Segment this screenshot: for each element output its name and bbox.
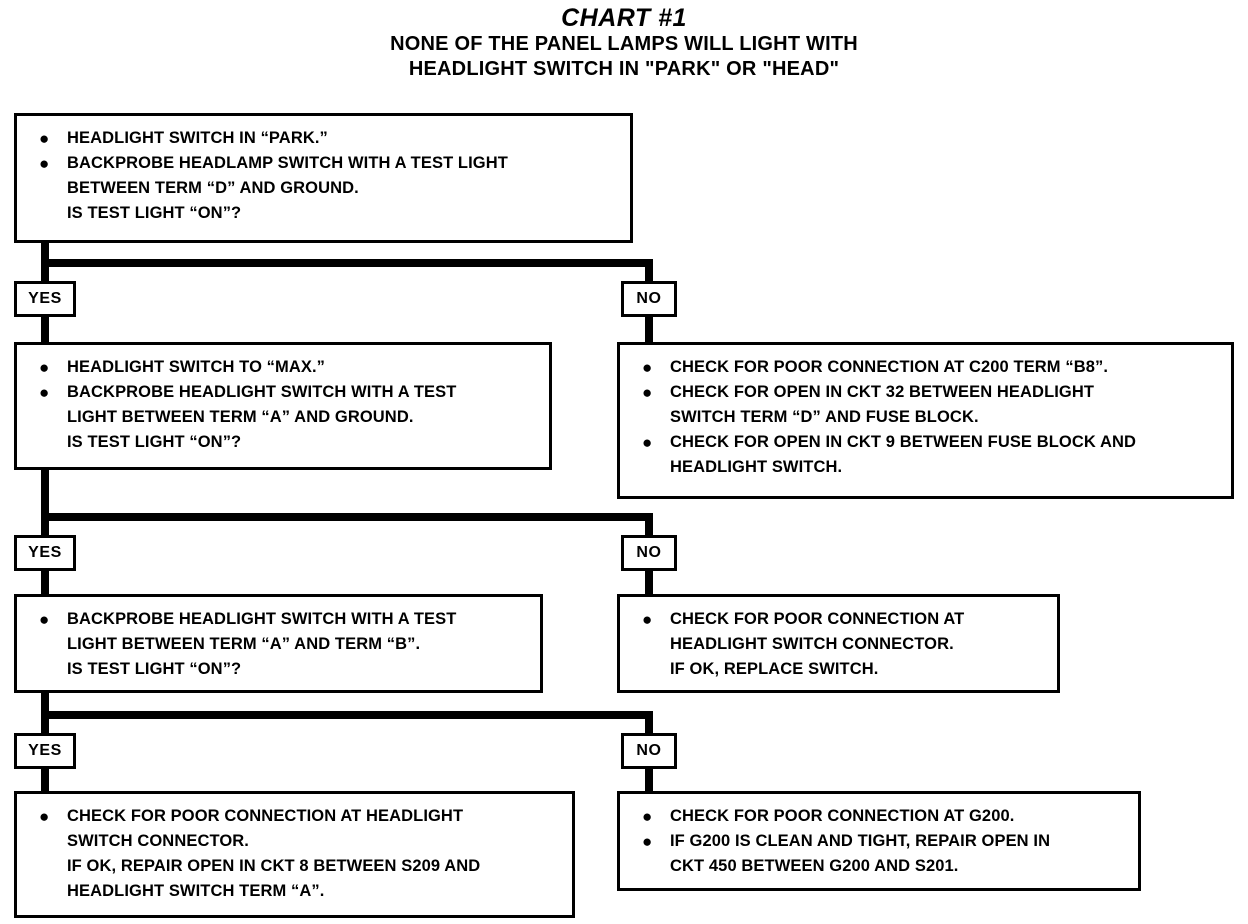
connector-row2-no-stem xyxy=(645,513,653,539)
bullet-icon: ● xyxy=(39,358,50,377)
bullet-icon: ● xyxy=(642,383,653,402)
decision-label-yes-3-text: YES xyxy=(28,742,62,759)
decision-label-yes-1: YES xyxy=(14,281,76,317)
node-step3-no-text-1: CHECK FOR POOR CONNECTION AT G200. xyxy=(670,807,1015,825)
bullet-icon: ● xyxy=(642,610,653,629)
connector-yes2-to-step3 xyxy=(41,570,49,594)
connector-yes1-to-step2 xyxy=(41,316,49,342)
connector-row3-left-drop xyxy=(41,693,49,737)
node-step2: ● HEADLIGHT SWITCH TO “MAX.” ● BACKPROBE H… xyxy=(14,342,552,470)
node-step3-yes-bullet-1: ● CHECK FOR POOR CONNECTION AT HEADLIGHT … xyxy=(27,804,562,904)
node-step1-bullet-1: ● HEADLIGHT SWITCH IN “PARK.” xyxy=(27,126,620,151)
decision-label-no-2: NO xyxy=(621,535,677,571)
node-step1-no-text-3: CHECK FOR OPEN IN CKT 9 BETWEEN FUSE BLO… xyxy=(670,433,1137,476)
connector-no1-to-step1no xyxy=(645,316,653,342)
bullet-icon: ● xyxy=(39,129,50,148)
connector-yes3-to-result xyxy=(41,769,49,791)
connector-row1-no-stem xyxy=(645,259,653,285)
bullet-icon: ● xyxy=(642,433,653,452)
bullet-icon: ● xyxy=(39,383,50,402)
node-step1-no-result: ● CHECK FOR POOR CONNECTION AT C200 TERM … xyxy=(617,342,1234,499)
node-step3-yes-result: ● CHECK FOR POOR CONNECTION AT HEADLIGHT … xyxy=(14,791,575,918)
node-step2-bullet-1: ● HEADLIGHT SWITCH TO “MAX.” xyxy=(27,355,539,380)
node-step2-no-text-1: CHECK FOR POOR CONNECTION AT HEADLIGHT S… xyxy=(670,610,965,678)
connector-row3-no-stem xyxy=(645,711,653,737)
bullet-icon: ● xyxy=(39,610,50,629)
bullet-icon: ● xyxy=(39,807,50,826)
chart-subtitle-line-2: HEADLIGHT SWITCH IN "PARK" OR "HEAD" xyxy=(408,58,840,80)
connector-row3-bar xyxy=(41,711,653,719)
node-step2-no-result: ● CHECK FOR POOR CONNECTION AT HEADLIGHT … xyxy=(617,594,1060,693)
node-step1-text-1: HEADLIGHT SWITCH IN “PARK.” xyxy=(67,129,328,147)
connector-step1-stem xyxy=(41,243,49,265)
node-step3-no-text-2: IF G200 IS CLEAN AND TIGHT, REPAIR OPEN … xyxy=(670,832,1051,875)
node-step1-bullet-2: ● BACKPROBE HEADLAMP SWITCH WITH A TEST L… xyxy=(27,151,620,226)
decision-label-yes-2: YES xyxy=(14,535,76,571)
decision-label-no-3: NO xyxy=(621,733,677,769)
node-step2-no-bullet-1: ● CHECK FOR POOR CONNECTION AT HEADLIGHT … xyxy=(630,607,1047,682)
node-step3-no-bullet-2: ● IF G200 IS CLEAN AND TIGHT, REPAIR OPEN… xyxy=(630,829,1128,879)
node-step1-no-bullet-3: ● CHECK FOR OPEN IN CKT 9 BETWEEN FUSE BL… xyxy=(630,430,1221,480)
node-step3: ● BACKPROBE HEADLIGHT SWITCH WITH A TEST … xyxy=(14,594,543,693)
connector-row2-bar xyxy=(41,513,653,521)
decision-label-yes-3: YES xyxy=(14,733,76,769)
connector-row2-left-drop xyxy=(41,470,49,539)
connector-no2-to-step2no xyxy=(645,570,653,594)
connector-no3-to-result xyxy=(645,769,653,791)
connector-row1-bar xyxy=(41,259,653,267)
chart-subtitle-line-1: NONE OF THE PANEL LAMPS WILL LIGHT WITH xyxy=(390,33,858,55)
node-step1-no-bullet-2: ● CHECK FOR OPEN IN CKT 32 BETWEEN HEADLI… xyxy=(630,380,1221,430)
chart-title-block: CHART #1 NONE OF THE PANEL LAMPS WILL LI… xyxy=(0,4,1248,82)
node-step1-text-2: BACKPROBE HEADLAMP SWITCH WITH A TEST LI… xyxy=(67,154,508,222)
node-step2-text-1: HEADLIGHT SWITCH TO “MAX.” xyxy=(67,358,326,376)
decision-label-no-2-text: NO xyxy=(636,544,662,561)
connector-row1-yes-stem xyxy=(41,259,49,285)
node-step2-bullet-2: ● BACKPROBE HEADLIGHT SWITCH WITH A TEST … xyxy=(27,380,539,455)
decision-label-no-1: NO xyxy=(621,281,677,317)
decision-label-yes-2-text: YES xyxy=(28,544,62,561)
bullet-icon: ● xyxy=(39,154,50,173)
node-step1-no-text-1: CHECK FOR POOR CONNECTION AT C200 TERM “… xyxy=(670,358,1109,376)
bullet-icon: ● xyxy=(642,807,653,826)
chart-title: CHART #1 xyxy=(561,4,687,32)
node-step3-yes-text-1: CHECK FOR POOR CONNECTION AT HEADLIGHT S… xyxy=(67,807,481,900)
node-step3-no-bullet-1: ● CHECK FOR POOR CONNECTION AT G200. xyxy=(630,804,1128,829)
node-step3-no-result: ● CHECK FOR POOR CONNECTION AT G200. ● IF … xyxy=(617,791,1141,891)
node-step1-no-text-2: CHECK FOR OPEN IN CKT 32 BETWEEN HEADLIG… xyxy=(670,383,1095,426)
decision-label-no-1-text: NO xyxy=(636,290,662,307)
node-step1-no-bullet-1: ● CHECK FOR POOR CONNECTION AT C200 TERM … xyxy=(630,355,1221,380)
decision-label-no-3-text: NO xyxy=(636,742,662,759)
node-step3-bullet-1: ● BACKPROBE HEADLIGHT SWITCH WITH A TEST … xyxy=(27,607,530,682)
node-step2-text-2: BACKPROBE HEADLIGHT SWITCH WITH A TEST L… xyxy=(67,383,457,451)
bullet-icon: ● xyxy=(642,358,653,377)
node-step3-text-1: BACKPROBE HEADLIGHT SWITCH WITH A TEST L… xyxy=(67,610,457,678)
decision-label-yes-1-text: YES xyxy=(28,290,62,307)
node-step1: ● HEADLIGHT SWITCH IN “PARK.” ● BACKPROBE … xyxy=(14,113,633,243)
bullet-icon: ● xyxy=(642,832,653,851)
